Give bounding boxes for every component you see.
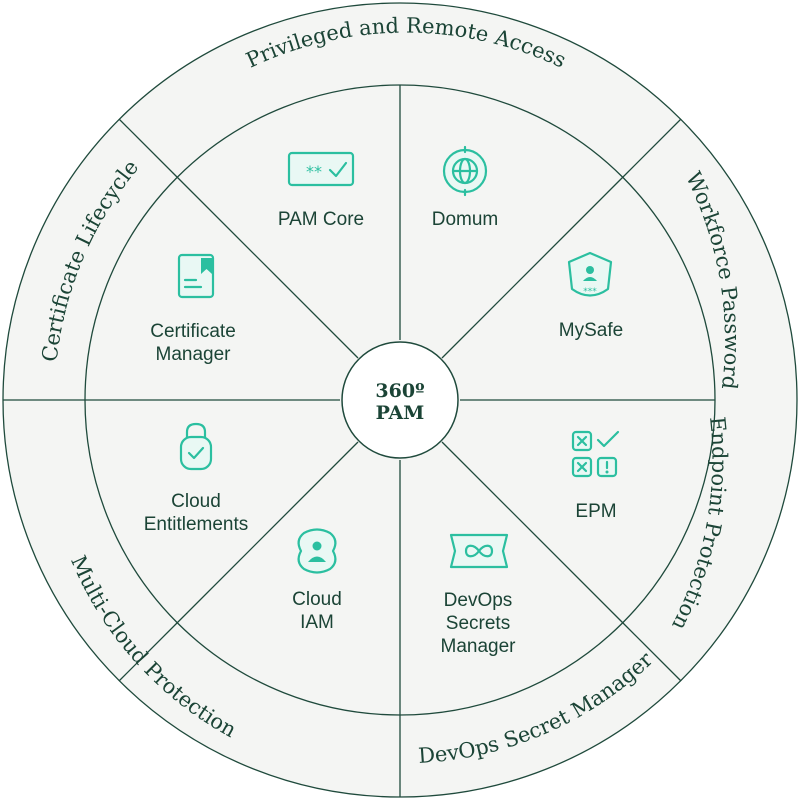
inner-spokes	[85, 85, 715, 715]
product-label: Cloud	[171, 491, 221, 512]
product-label: Manager	[441, 636, 517, 657]
product-label: IAM	[300, 612, 334, 633]
padlock-check-icon	[179, 422, 213, 471]
password-card-icon: **	[287, 151, 355, 187]
product-domum[interactable]: Domum	[432, 145, 499, 230]
certificate-document-icon	[177, 253, 215, 299]
product-label: MySafe	[559, 320, 623, 341]
product-label: Entitlements	[144, 514, 249, 535]
product-label: EPM	[575, 501, 616, 522]
product-label: Domum	[432, 209, 499, 230]
product-label: Cloud	[292, 589, 342, 610]
user-cloud-icon	[297, 528, 337, 574]
product-pam-core[interactable]: ** PAM Core	[278, 151, 364, 230]
globe-icon	[442, 145, 488, 197]
product-label: Manager	[156, 344, 232, 365]
product-certificate-manager[interactable]: Certificate Manager	[150, 253, 236, 365]
infinity-card-icon	[449, 533, 509, 569]
hub-line-1: 360º	[375, 380, 424, 402]
product-label: Certificate	[150, 321, 236, 342]
product-label: PAM Core	[278, 209, 364, 230]
user-shield-icon: ***	[567, 251, 613, 297]
product-devops-secrets-manager[interactable]: DevOps Secrets Manager	[441, 533, 517, 657]
hub-circle	[341, 341, 459, 459]
product-epm[interactable]: EPM	[571, 430, 620, 522]
product-cloud-entitlements[interactable]: Cloud Entitlements	[144, 422, 249, 535]
svg-text:***: ***	[583, 287, 597, 297]
product-cloud-iam[interactable]: Cloud IAM	[292, 528, 342, 634]
product-label: DevOps	[444, 590, 513, 611]
hub-line-2: PAM	[376, 402, 425, 424]
product-mysafe[interactable]: *** MySafe	[559, 251, 623, 341]
outer-ring-dividers	[3, 118, 682, 797]
checklist-grid-icon	[571, 430, 620, 478]
product-label: Secrets	[446, 613, 510, 634]
svg-text:**: **	[306, 162, 322, 181]
